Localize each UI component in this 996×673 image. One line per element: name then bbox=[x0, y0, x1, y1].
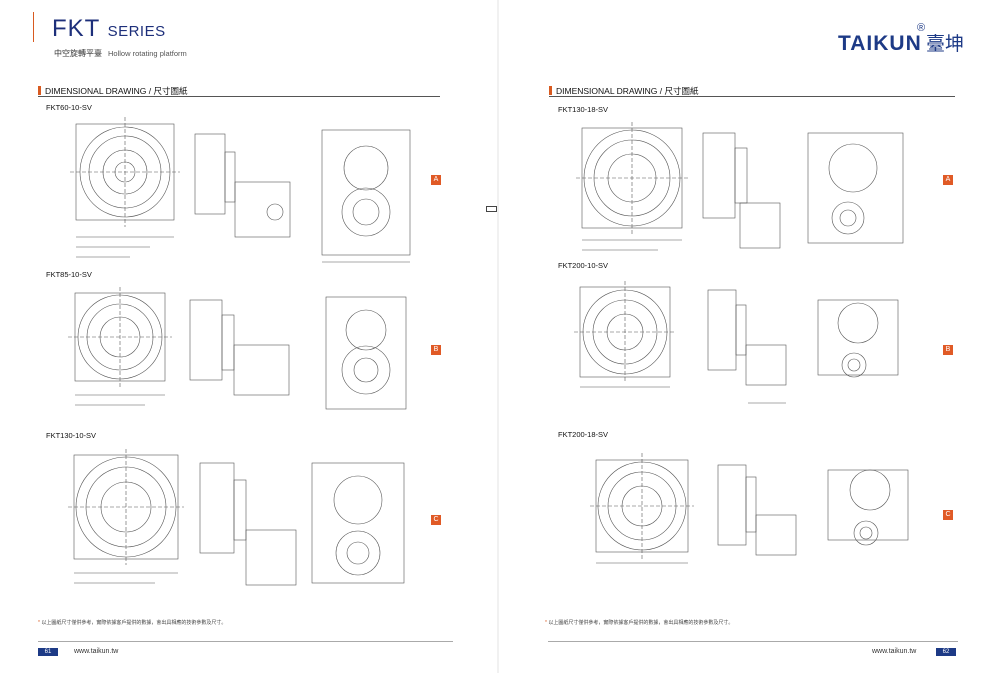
brand-registered-mark: ® bbox=[917, 22, 926, 34]
footer-divider-right bbox=[548, 641, 958, 642]
technical-drawing bbox=[60, 112, 420, 272]
brand-logo-chinese: 臺坤 bbox=[926, 34, 965, 55]
website-left: www.taikun.tw bbox=[74, 648, 119, 655]
section-heading-right: DIMENSIONAL DRAWING / 尺寸圖紙 bbox=[549, 85, 955, 97]
page-number-left: 61 bbox=[38, 648, 58, 656]
footnote-right: * 以上圖紙尺寸僅供參考，實際依據客戶提供的數據，會出具相應的技術參數及尺寸。 bbox=[545, 620, 734, 626]
drawing-tag: A bbox=[431, 175, 441, 185]
technical-drawing bbox=[568, 445, 928, 575]
model-label: FKT200-18-SV bbox=[558, 430, 609, 439]
series-title: FKT SERIES bbox=[52, 15, 166, 42]
technical-drawing bbox=[60, 445, 420, 600]
page-number-right: 62 bbox=[936, 648, 956, 656]
model-label: FKT130-18-SV bbox=[558, 105, 609, 114]
series-bracket bbox=[33, 12, 42, 42]
drawing-tag: A bbox=[943, 175, 953, 185]
technical-drawing bbox=[568, 118, 928, 260]
website-right: www.taikun.tw bbox=[872, 648, 917, 655]
model-label: FKT85-10-SV bbox=[46, 270, 92, 279]
drawing-tag: C bbox=[943, 510, 953, 520]
technical-drawing bbox=[60, 285, 420, 420]
brand-logo: TAIKUN bbox=[838, 32, 922, 55]
section-heading-left: DIMENSIONAL DRAWING / 尺寸圖紙 bbox=[38, 85, 440, 97]
footer-divider-left bbox=[38, 641, 453, 642]
drawing-tag: B bbox=[943, 345, 953, 355]
footnote-left: * 以上圖紙尺寸僅供參考，實際依據客戶提供的數據，會出具相應的技術參數及尺寸。 bbox=[38, 620, 227, 626]
model-label: FKT200-10-SV bbox=[558, 261, 609, 270]
drawing-tag: B bbox=[431, 345, 441, 355]
drawing-tag: C bbox=[431, 515, 441, 525]
technical-drawing bbox=[568, 275, 928, 410]
model-label: FKT130-10-SV bbox=[46, 431, 97, 440]
model-label: FKT60-10-SV bbox=[46, 103, 92, 112]
binding-mark bbox=[486, 206, 497, 212]
page-gutter bbox=[497, 0, 499, 673]
